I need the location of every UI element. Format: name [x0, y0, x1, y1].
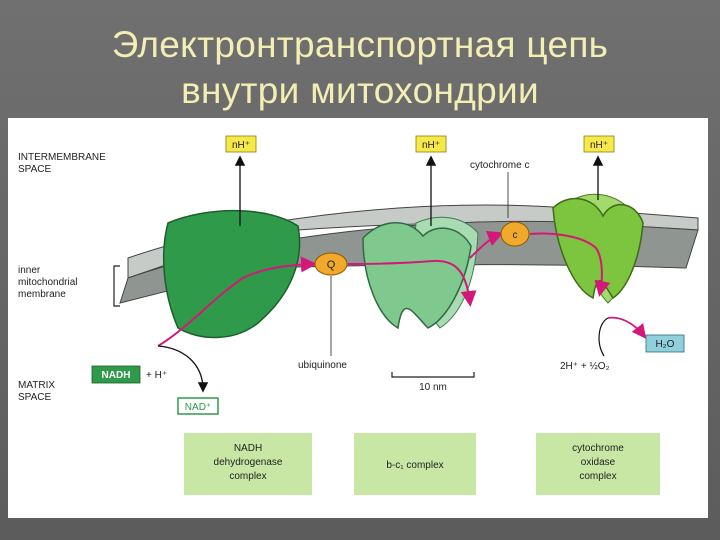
label-inner-3: membrane — [18, 289, 66, 300]
proton-box-2 — [415, 135, 447, 153]
label-matrix-1: MATRIX — [18, 380, 55, 391]
complex-3-line-1: cytochrome — [572, 443, 624, 454]
oxygen-to-water-arrow — [598, 317, 609, 357]
scale-label: 10 nm — [419, 382, 447, 393]
label-intermembrane-2: SPACE — [18, 164, 51, 175]
water-box — [645, 334, 685, 353]
ubiquinone-carrier — [314, 252, 348, 276]
complex-label-box-2 — [354, 433, 476, 495]
scale-bar — [391, 372, 475, 378]
cytochrome-oxidase-complex — [552, 197, 644, 300]
complex-label-box-1 — [184, 433, 312, 495]
complex-1-line-1: NADH — [234, 443, 262, 454]
oxygen-label: 2H⁺ + ½O₂ — [560, 361, 610, 372]
nadh-box — [91, 365, 141, 384]
water-label: H₂O — [656, 339, 675, 350]
complex-1-line-2: dehydrogenase — [214, 457, 283, 468]
complex-3-line-2: oxidase — [581, 457, 616, 468]
electron-path-water — [607, 316, 647, 339]
diagram-panel: INTERMEMBRANE SPACE inner mitochondrial … — [8, 118, 708, 518]
electron-transport-diagram: INTERMEMBRANE SPACE inner mitochondrial … — [18, 135, 699, 495]
complex-label-box-3 — [536, 433, 660, 495]
slide-title: Электронтранспортная цепь внутри митохон… — [0, 22, 720, 114]
complex-1-line-3: complex — [229, 471, 266, 482]
nadh-plus-label: + H⁺ — [146, 370, 167, 381]
nadh-label: NADH — [102, 370, 131, 381]
nadh-dehydrogenase-complex — [162, 209, 301, 339]
electron-path-oxidase — [529, 232, 611, 297]
nad-label: NAD⁺ — [185, 402, 211, 413]
cytochrome-c-label: cytochrome c — [470, 160, 529, 171]
ubiquinone-symbol: Q — [327, 259, 336, 271]
proton-box-1 — [225, 135, 257, 153]
electron-path-nadh — [157, 256, 317, 347]
title-line-1: Электронтранспортная цепь — [111, 24, 609, 65]
membrane-bracket — [113, 265, 120, 307]
nadh-to-nad-arrow — [157, 345, 209, 393]
electron-path-ubiquinone — [347, 259, 477, 307]
proton-label-1: nH⁺ — [232, 140, 250, 151]
nad-box — [177, 397, 219, 415]
label-inner-2: mitochondrial — [18, 277, 77, 288]
proton-box-3 — [583, 135, 615, 153]
title-line-2: внутри митохондрии — [181, 70, 539, 111]
proton-label-3: nH⁺ — [590, 140, 608, 151]
label-inner-1: inner — [18, 265, 41, 276]
electron-path-to-cyt-c — [469, 231, 504, 259]
complex-3-line-3: complex — [579, 471, 616, 482]
complex-2-line-1: b-c₁ complex — [386, 460, 443, 471]
label-intermembrane-1: INTERMEMBRANE — [18, 152, 106, 163]
bc1-complex — [362, 222, 472, 330]
proton-label-2: nH⁺ — [422, 140, 440, 151]
cytochrome-c-symbol: c — [513, 230, 518, 241]
ubiquinone-label: ubiquinone — [298, 360, 347, 371]
label-matrix-2: SPACE — [18, 392, 51, 403]
cytochrome-c-carrier — [500, 221, 530, 247]
